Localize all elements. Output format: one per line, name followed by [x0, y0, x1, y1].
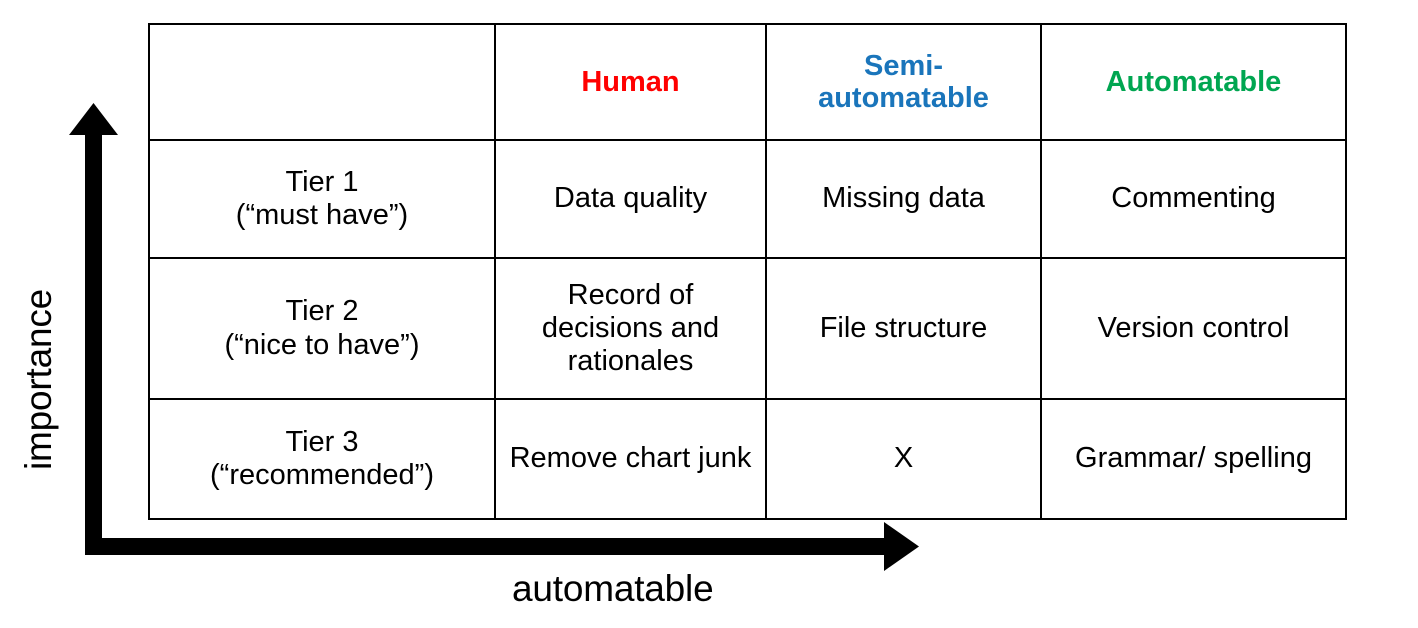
automation-matrix-table: Human Semi-automatable Automatable Tier … [148, 23, 1347, 520]
table-header-row: Human Semi-automatable Automatable [148, 23, 1347, 141]
cell-tier2-human: Record of decisions and rationales [494, 257, 767, 400]
y-axis-arrow [69, 103, 118, 555]
table-row-tier-2: Tier 2 (“nice to have”) Record of decisi… [148, 257, 1347, 400]
x-axis-arrow [85, 522, 919, 571]
table-row-tier-3: Tier 3 (“recommended”) Remove chart junk… [148, 398, 1347, 520]
x-axis-label: automatable [512, 568, 714, 609]
header-semi-line1: Semi- [864, 49, 943, 82]
cell-tier2-semi: File structure [765, 257, 1042, 400]
header-corner-blank [148, 23, 496, 141]
tier-3-name: Tier 3 [285, 425, 359, 458]
tier-1-name: Tier 1 [285, 165, 359, 198]
cell-tier2-auto: Version control [1040, 257, 1347, 400]
row-label-tier-1: Tier 1 (“must have”) [148, 139, 496, 259]
row-label-tier-2: Tier 2 (“nice to have”) [148, 257, 496, 400]
table-row-tier-1: Tier 1 (“must have”) Data quality Missin… [148, 139, 1347, 259]
tier-2-qualifier: (“nice to have”) [224, 328, 420, 361]
y-axis-label: importance [18, 288, 59, 470]
tier-2-name: Tier 2 [285, 295, 359, 328]
cell-tier3-human: Remove chart junk [494, 398, 767, 520]
tier-3-qualifier: (“recommended”) [210, 459, 434, 491]
header-automatable: Automatable [1040, 23, 1347, 141]
row-label-tier-3: Tier 3 (“recommended”) [148, 398, 496, 520]
cell-tier1-semi: Missing data [765, 139, 1042, 259]
header-semi-automatable: Semi-automatable [765, 23, 1042, 141]
cell-tier3-semi: X [765, 398, 1042, 520]
cell-tier1-auto: Commenting [1040, 139, 1347, 259]
tier-1-qualifier: (“must have”) [235, 199, 409, 231]
cell-tier3-auto: Grammar/ spelling [1040, 398, 1347, 520]
header-human: Human [494, 23, 767, 141]
header-semi-line2: automatable [818, 82, 989, 114]
cell-tier1-human: Data quality [494, 139, 767, 259]
